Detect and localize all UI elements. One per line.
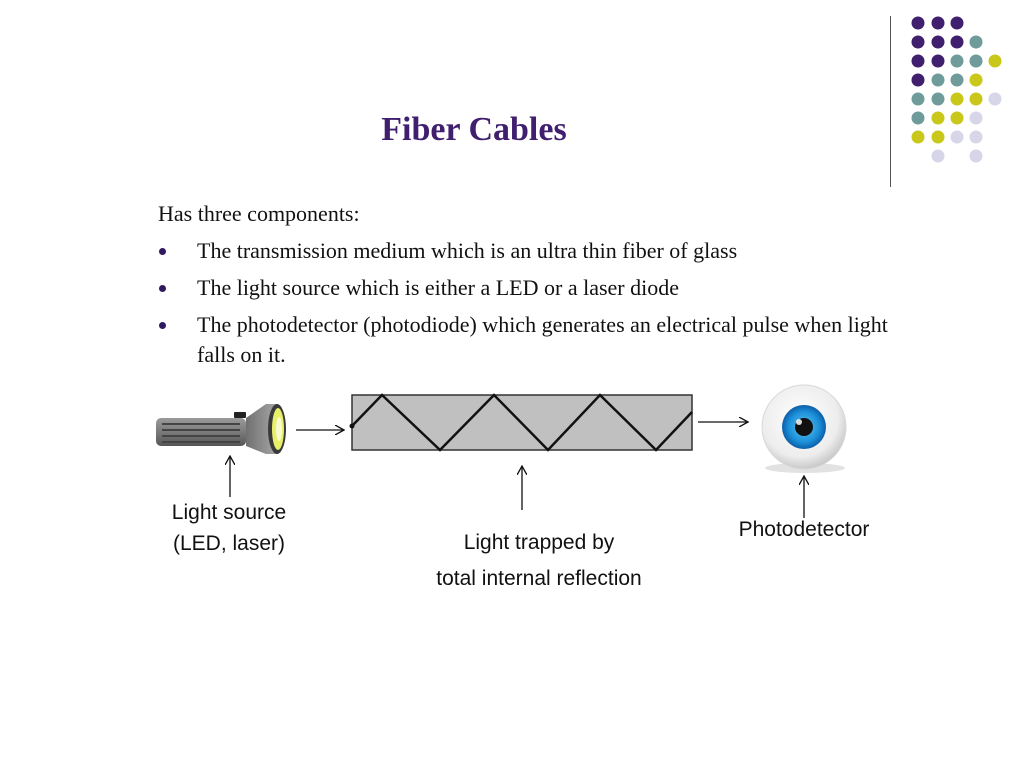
decorative-dot — [950, 16, 964, 30]
decorative-dot — [911, 16, 925, 30]
decorative-dot — [931, 92, 945, 106]
bullet-dot-icon — [159, 322, 166, 329]
decorative-dot-grid — [911, 16, 1002, 163]
decorative-dot — [931, 35, 945, 49]
bullet-item: The photodetector (photodiode) which gen… — [158, 310, 898, 370]
bullet-item: The light source which is either a LED o… — [158, 273, 898, 303]
decorative-dot — [950, 73, 964, 87]
decorative-dot — [969, 54, 983, 68]
intro-text: Has three components: — [158, 201, 360, 226]
bullet-text: The light source which is either a LED o… — [197, 275, 680, 300]
decorative-dot — [931, 73, 945, 87]
flashlight-icon — [156, 404, 286, 454]
vertical-divider — [890, 16, 891, 187]
decorative-dot — [911, 111, 925, 125]
bullet-dot-icon — [159, 248, 166, 255]
decorative-dot — [911, 73, 925, 87]
decorative-dot — [931, 130, 945, 144]
cable-label-line2: total internal reflection — [436, 567, 642, 590]
fiber-diagram — [156, 384, 847, 518]
decorative-dot — [931, 149, 945, 163]
slide-title: Fiber Cables — [381, 111, 567, 148]
decorative-dot — [969, 111, 983, 125]
decorative-dot — [950, 92, 964, 106]
cable-label-line1: Light trapped by — [463, 531, 615, 554]
light-source-label: Light source (LED, laser) — [148, 497, 310, 559]
bullet-dot-icon — [159, 285, 166, 292]
decorative-dot — [911, 130, 925, 144]
fiber-cable — [349, 393, 693, 452]
decorative-dot — [911, 54, 925, 68]
bullet-item: The transmission medium which is an ultr… — [158, 236, 898, 266]
decorative-dot — [969, 35, 983, 49]
light-source-label-line2: (LED, laser) — [172, 532, 286, 555]
decorative-dot — [950, 35, 964, 49]
decorative-dot — [931, 16, 945, 30]
decorative-dot — [911, 92, 925, 106]
cable-label: Light trapped by total internal reflecti… — [398, 525, 680, 597]
bullet-text: The photodetector (photodiode) which gen… — [197, 312, 888, 367]
bullet-text: The transmission medium which is an ultr… — [197, 238, 738, 263]
decorative-dot — [950, 111, 964, 125]
decorative-dot — [911, 35, 925, 49]
photodetector-label: Photodetector — [738, 518, 870, 541]
decorative-dot — [988, 92, 1002, 106]
decorative-dot — [931, 54, 945, 68]
decorative-dot — [969, 73, 983, 87]
decorative-dot — [950, 54, 964, 68]
decorative-dot — [969, 130, 983, 144]
decorative-dot — [969, 149, 983, 163]
light-source-label-line1: Light source — [171, 501, 287, 524]
decorative-dot — [950, 130, 964, 144]
decorative-dot — [969, 92, 983, 106]
decorative-dot — [988, 54, 1002, 68]
decorative-dot — [931, 111, 945, 125]
bullet-list: The transmission medium which is an ultr… — [158, 236, 898, 377]
eye-icon — [761, 384, 847, 473]
